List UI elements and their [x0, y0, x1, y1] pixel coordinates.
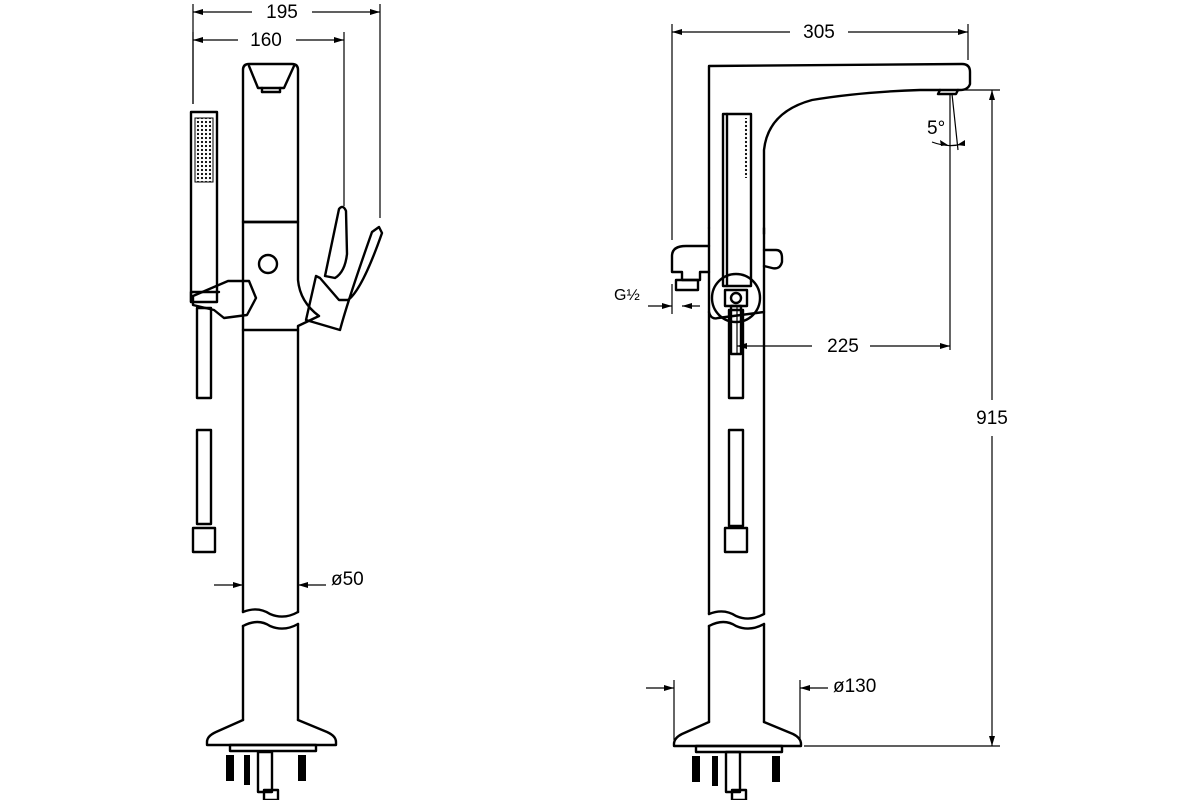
side-spout [707, 62, 972, 236]
front-view: 195 160 ø50 [189, 2, 384, 800]
hand-shower [189, 110, 221, 304]
side-column [707, 310, 766, 724]
side-shower-hose [723, 308, 749, 554]
front-spout-body [241, 62, 300, 224]
front-mixer-body [241, 220, 321, 332]
dim-label-225: 225 [827, 336, 859, 357]
dim-spout-angle: 5° [927, 93, 965, 350]
dim-label-160: 160 [250, 30, 282, 51]
front-handle-lever [304, 205, 384, 332]
dim-label-915: 915 [976, 408, 1008, 429]
dim-label-195: 195 [266, 2, 298, 23]
shower-holder [191, 279, 258, 320]
dim-label-diameter-50: ø50 [331, 569, 364, 590]
dim-inlet-thread: G½ [614, 284, 700, 314]
dim-label-g-half: G½ [614, 287, 640, 304]
shower-hose [191, 306, 217, 554]
dim-label-angle: 5° [927, 118, 945, 139]
front-column [241, 328, 300, 722]
side-view: 305 5° 225 915 [614, 22, 1008, 800]
dim-side-outlet: 225 [736, 306, 950, 357]
dim-label-305: 305 [803, 22, 835, 43]
dim-side-height: 915 [804, 89, 1008, 747]
dim-base-diameter: ø130 [646, 676, 876, 740]
dim-front-overall: 195 [192, 2, 381, 218]
dim-front-pipe: ø50 [214, 569, 364, 590]
dim-side-reach: 305 [671, 22, 969, 240]
dim-front-inner: 160 [192, 30, 345, 206]
side-base [672, 720, 803, 800]
side-hand-shower [721, 112, 753, 288]
dim-label-diameter-130: ø130 [833, 676, 876, 697]
front-base [205, 718, 338, 800]
